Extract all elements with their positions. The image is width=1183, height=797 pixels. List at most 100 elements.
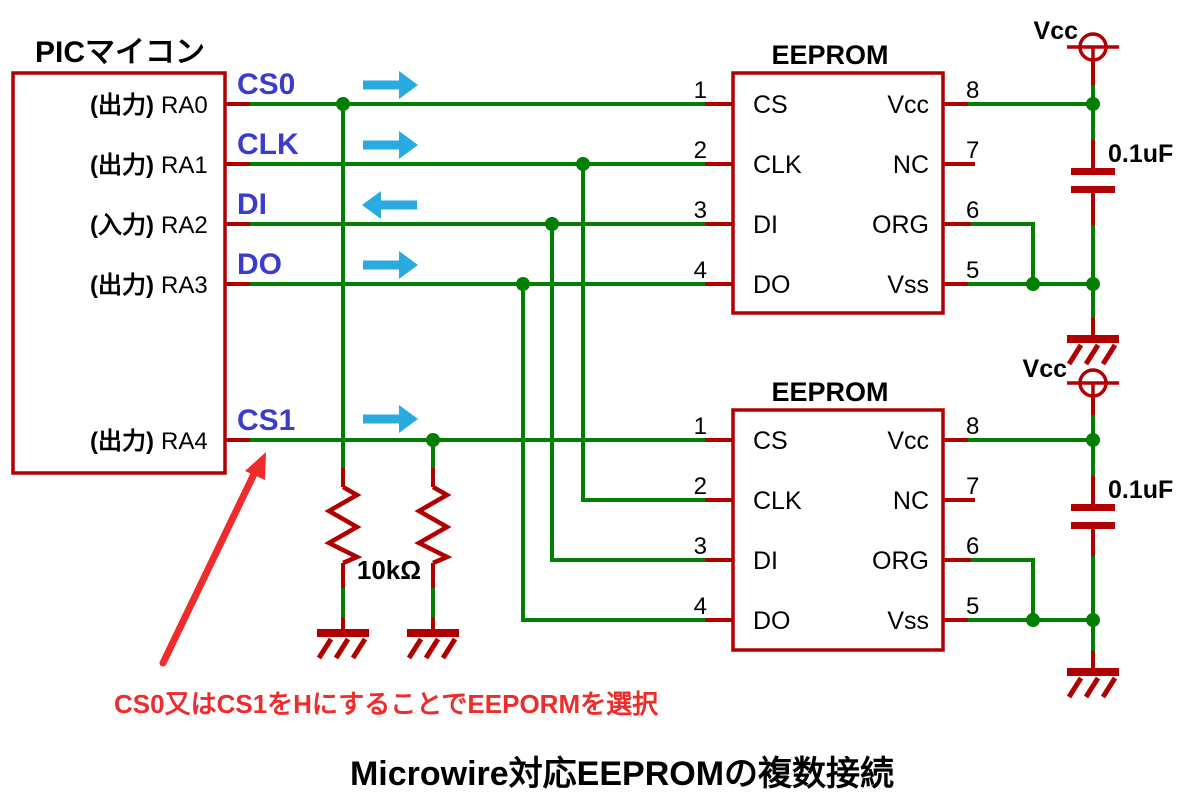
- capacitor-plate: [1071, 504, 1115, 511]
- junction-dot: [576, 157, 590, 171]
- vcc-label: Vcc: [1023, 355, 1068, 383]
- capacitor-value-label: 0.1uF: [1108, 140, 1173, 168]
- ground-symbol: [1066, 335, 1119, 366]
- pin-number: 1: [694, 77, 707, 104]
- signal-label-clk: CLK: [237, 128, 299, 161]
- net-clk: [250, 162, 705, 502]
- junction-dot: [1086, 97, 1100, 111]
- vcc-label: Vcc: [1034, 17, 1079, 45]
- pin-number: 7: [966, 137, 979, 164]
- ground-hatch: [316, 637, 368, 660]
- ground-hatch: [1066, 676, 1118, 699]
- resistor-value-label: 10kΩ: [357, 555, 421, 585]
- arrow-right-icon: [363, 405, 418, 433]
- ground-bar: [1067, 668, 1119, 676]
- junction-dot: [516, 277, 530, 291]
- pin-label: DI: [753, 211, 778, 239]
- pic-port-dir: (出力): [90, 152, 154, 179]
- pic-mcu: PICマイコン (出力) RA0 (出力) RA1 (入力) RA2 (出力) …: [11, 36, 227, 475]
- pin-number: 6: [966, 533, 979, 560]
- wire-segment: [581, 164, 705, 502]
- arrow-right-icon: [363, 251, 418, 279]
- pin-number: 5: [966, 593, 979, 620]
- pic-title: PICマイコン: [35, 36, 205, 69]
- ground-symbol: [316, 629, 369, 660]
- junction-dot: [1026, 277, 1040, 291]
- junction-dots: [336, 97, 1100, 627]
- signal-label-do: DO: [237, 248, 282, 281]
- junction-dot: [1086, 277, 1100, 291]
- ground-symbol: [406, 629, 459, 660]
- wire-segment: [971, 222, 1035, 284]
- pin-number: 8: [966, 413, 979, 440]
- ground-bar: [317, 629, 369, 637]
- pic-port-dir: (入力): [90, 212, 154, 239]
- pin-number: 3: [694, 197, 707, 224]
- pin-label: CLK: [753, 151, 802, 179]
- signal-labels: CS0 CLK DI DO CS1: [237, 68, 299, 437]
- pulldown-resistor-cs1: [414, 485, 453, 566]
- wire-segment: [521, 284, 705, 622]
- eeprom-top-pin-stubs: [705, 102, 975, 286]
- eeprom-top: EEPROM CS CLK DI DO Vcc NC ORG Vss 1 2 3…: [694, 40, 979, 315]
- flow-arrows: [362, 71, 418, 433]
- pin-number: 4: [694, 593, 707, 620]
- capacitor-value-label: 0.1uF: [1108, 476, 1173, 504]
- capacitor-plate: [1071, 168, 1115, 175]
- pic-port-dir: (出力): [90, 272, 154, 299]
- pic-port-name: RA3: [161, 272, 208, 299]
- annotation-arrowhead-icon: [245, 452, 266, 480]
- ground-hatch: [1066, 343, 1118, 366]
- pin-number: 2: [694, 137, 707, 164]
- annotation-text: CS0又はCS1をHにすることでEEPORMを選択: [114, 689, 659, 719]
- vcc-symbol-bottom: Vcc: [1023, 355, 1119, 398]
- signal-label-cs1: CS1: [237, 404, 295, 437]
- ground-bar: [1067, 335, 1119, 343]
- annotation-arrow-shaft: [159, 470, 258, 667]
- pin-number: 8: [966, 77, 979, 104]
- pin-label: Vcc: [887, 91, 929, 119]
- pin-label: ORG: [872, 547, 929, 575]
- net-di: [250, 222, 705, 562]
- signal-label-di: DI: [237, 188, 267, 221]
- eeprom-bottom-title: EEPROM: [771, 377, 888, 407]
- pin-number: 6: [966, 197, 979, 224]
- junction-dot: [336, 97, 350, 111]
- ground-hatch: [406, 637, 458, 660]
- vcc-symbol-top: Vcc: [1034, 17, 1119, 62]
- net-cs1: [250, 438, 705, 468]
- junction-dot: [1086, 613, 1100, 627]
- pic-port-dir: (出力): [90, 92, 154, 119]
- pin-label: CS: [753, 427, 788, 455]
- pic-port-name: RA1: [161, 152, 208, 179]
- pin-number: 2: [694, 473, 707, 500]
- pic-box: [11, 71, 227, 475]
- pin-label: DI: [753, 547, 778, 575]
- pin-number: 3: [694, 533, 707, 560]
- pic-port-name: RA0: [161, 92, 208, 119]
- eeprom-top-title: EEPROM: [771, 40, 888, 70]
- pin-label: NC: [893, 487, 929, 515]
- annotation-callout: CS0又はCS1をHにすることでEEPORMを選択: [114, 452, 659, 719]
- pin-number: 5: [966, 257, 979, 284]
- eeprom-bottom-box: [731, 408, 945, 652]
- ground-symbol: [1066, 668, 1119, 699]
- pin-label: CLK: [753, 487, 802, 515]
- pin-label: CS: [753, 91, 788, 119]
- pin-number: 7: [966, 473, 979, 500]
- wire-segment: [971, 558, 1035, 620]
- pic-port-dir: (出力): [90, 428, 154, 455]
- arrow-right-icon: [363, 131, 418, 159]
- diagram-title: Microwire対応EEPROMの複数接続: [350, 755, 894, 793]
- junction-dot: [426, 433, 440, 447]
- eeprom-bottom-pin-stubs: [705, 438, 975, 622]
- pin-label: Vcc: [887, 427, 929, 455]
- pin-number: 4: [694, 257, 707, 284]
- net-pulldown-grounds: [341, 588, 435, 618]
- pin-label: Vss: [887, 271, 929, 299]
- component-leads: [341, 60, 1095, 670]
- signal-label-cs0: CS0: [237, 68, 295, 101]
- pin-label: Vss: [887, 607, 929, 635]
